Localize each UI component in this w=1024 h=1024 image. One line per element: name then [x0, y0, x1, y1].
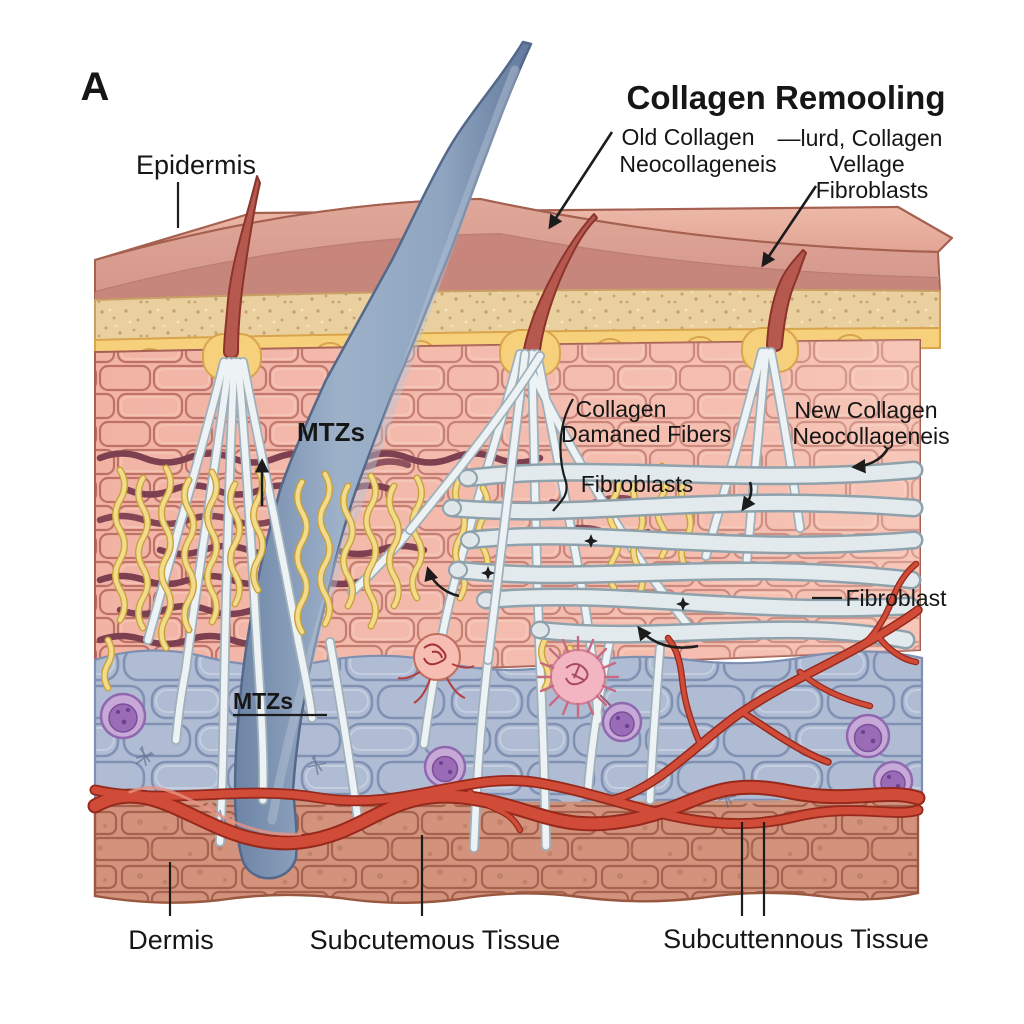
vellage-fibroblasts-arrow	[761, 185, 818, 268]
label-damaged-collagen-2: Damaned Fibers	[561, 421, 731, 447]
label-mtz-lower: MTZs	[233, 688, 293, 714]
label-old-collagen-1: Old Collagen	[622, 124, 755, 150]
label-subcutaneous-middle: Subcutemous Tissue	[310, 925, 561, 955]
label-subcutaneous-right: Subcuttennous Tissue	[663, 924, 929, 954]
process-arrows	[254, 458, 756, 649]
immune-cells-purple	[99, 692, 914, 802]
old-collagen-arrow	[548, 131, 614, 230]
curved-arrow-right	[637, 625, 699, 649]
label-mtz-upper: MTZs	[297, 417, 365, 447]
labels: A Collagen Remooling Epidermis Old Colla…	[81, 65, 950, 955]
label-new-collagen-2: Neocollageneis	[792, 423, 949, 449]
figure-title: Collagen Remooling	[626, 79, 945, 116]
new-collagen-arrow	[851, 447, 890, 474]
spark-marks	[481, 534, 690, 611]
panel-letter: A	[81, 65, 110, 109]
fibroblasts-down-arrow	[741, 481, 756, 512]
curved-arrow-left	[424, 566, 460, 598]
label-fibroblast-right: Fibroblast	[846, 585, 948, 611]
label-hurd-collagen-3: Fibroblasts	[816, 177, 928, 203]
label-damaged-collagen-1: Collagen	[576, 396, 667, 422]
purple-cell	[99, 692, 147, 740]
blood-vessels	[87, 560, 926, 851]
epidermis-front-lower-fill	[95, 234, 940, 302]
label-old-collagen-2: Neocollageneis	[619, 151, 776, 177]
purple-cell	[845, 713, 891, 759]
leader-lines	[168, 131, 890, 916]
new-collagen-ropes	[405, 349, 924, 665]
hair-right	[766, 249, 807, 352]
epidermis-front-upper	[95, 199, 938, 292]
damaged-collagen-leader	[552, 398, 574, 512]
fibroblast-cell-ball	[397, 633, 475, 704]
purple-cell	[423, 745, 467, 789]
label-new-collagen-1: New Collagen	[794, 397, 937, 423]
label-hurd-collagen-1: —lurd, Collagen	[778, 125, 943, 151]
label-fibroblasts-mid: Fibroblasts	[581, 471, 693, 497]
purple-cell	[601, 701, 643, 743]
label-epidermis: Epidermis	[136, 150, 256, 180]
label-hurd-collagen-2: Vellage	[829, 151, 904, 177]
label-dermis: Dermis	[128, 925, 214, 955]
